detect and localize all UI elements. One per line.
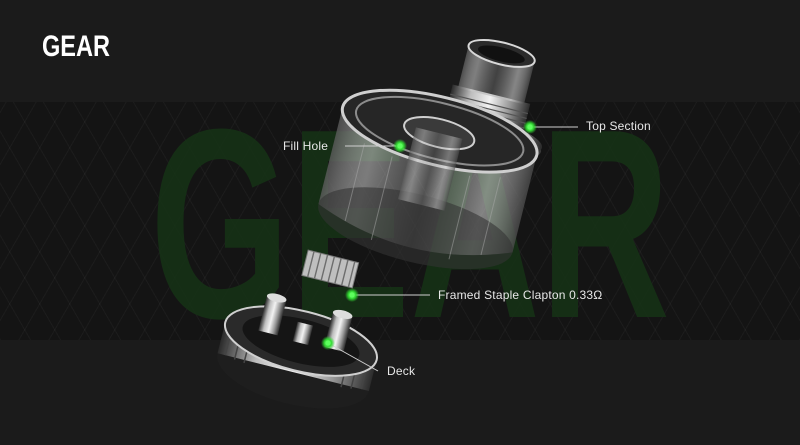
coil-part xyxy=(301,249,360,289)
tank-glass-part xyxy=(318,88,539,270)
brand-logo: GEAR xyxy=(42,30,112,60)
deck-label: Deck xyxy=(387,364,416,378)
deck-part xyxy=(217,293,378,409)
logo-text: GEAR xyxy=(42,30,110,60)
coil-label: Framed Staple Clapton 0.33Ω xyxy=(438,288,603,302)
top-section-label: Top Section xyxy=(586,119,651,133)
fill-hole-label: Fill Hole xyxy=(283,139,329,153)
